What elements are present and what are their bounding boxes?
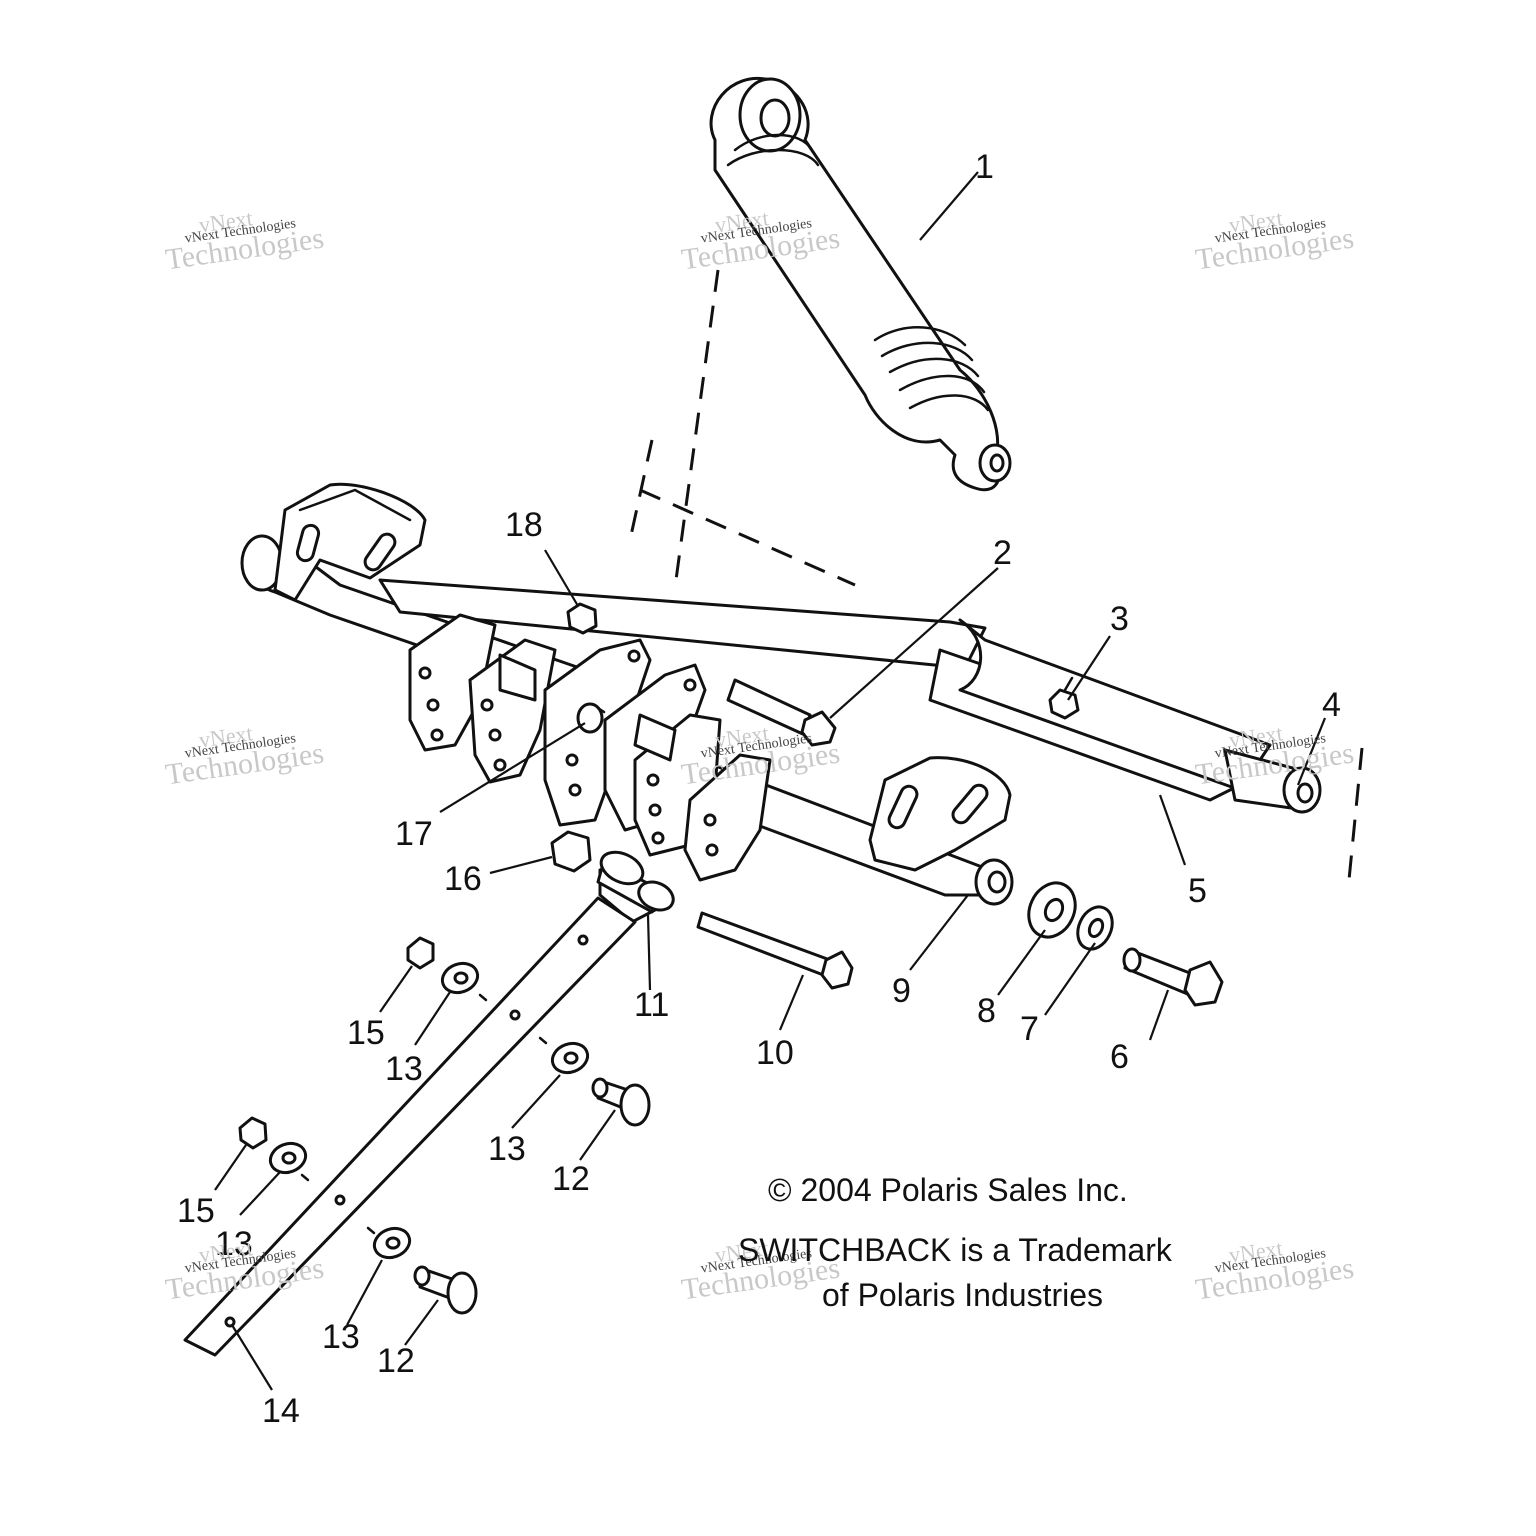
assembly-line [1346,747,1364,891]
callout-13-a: 13 [385,1050,423,1088]
shock-absorber [709,77,1012,492]
bolt-2 [726,678,837,747]
callout-labels: 1 2 3 4 5 6 7 8 9 10 11 12 12 13 13 13 1… [177,148,1341,1430]
callout-14: 14 [262,1392,300,1430]
rivet-12-upper [591,1077,651,1127]
washer-13-c [268,1141,308,1175]
callout-8: 8 [977,992,996,1030]
shoulder-bolt-6 [1122,947,1224,1007]
assembly-line [639,488,856,587]
leader-lines [214,171,1327,1391]
washer-8 [1027,881,1077,939]
callout-12-upper: 12 [552,1160,590,1198]
callout-11: 11 [634,986,669,1024]
callout-18: 18 [505,506,543,544]
nut-16 [550,830,592,873]
callout-13-d: 13 [322,1318,360,1356]
callout-5: 5 [1188,872,1207,910]
rivet-12-lower [413,1265,478,1315]
assembly-line [674,269,720,581]
trademark-line: SWITCHBACK is a Trademark [738,1232,1172,1268]
callout-15-upper: 15 [347,1014,385,1052]
callout-10: 10 [756,1034,794,1072]
copyright-line: © 2004 Polaris Sales Inc. [768,1172,1128,1208]
callout-4: 4 [1322,686,1341,724]
washer-13-d [372,1226,412,1260]
strap-14 [183,896,637,1357]
nut-15-lower [238,1116,268,1150]
callout-13-c: 13 [215,1225,253,1263]
washer-13-a [440,961,480,995]
callout-3: 3 [1110,600,1129,638]
washer-7 [1076,905,1114,951]
callout-1: 1 [975,148,994,186]
bolt-10 [696,911,854,990]
rear-torque-arm [240,482,1322,906]
callout-16: 16 [444,860,482,898]
washer-13-b [550,1041,590,1075]
callout-12-lower: 12 [377,1342,415,1380]
bushing-11 [596,850,675,924]
callout-17: 17 [395,815,433,853]
callout-2: 2 [993,534,1012,572]
callout-9: 9 [892,972,911,1010]
callout-6: 6 [1110,1038,1129,1076]
callout-15-lower: 15 [177,1192,215,1230]
nut-15-upper [406,936,435,970]
trademark-owner-line: of Polaris Industries [822,1277,1104,1313]
nut-18 [566,602,598,635]
callout-7: 7 [1020,1010,1039,1048]
callout-13-b: 13 [488,1130,526,1168]
